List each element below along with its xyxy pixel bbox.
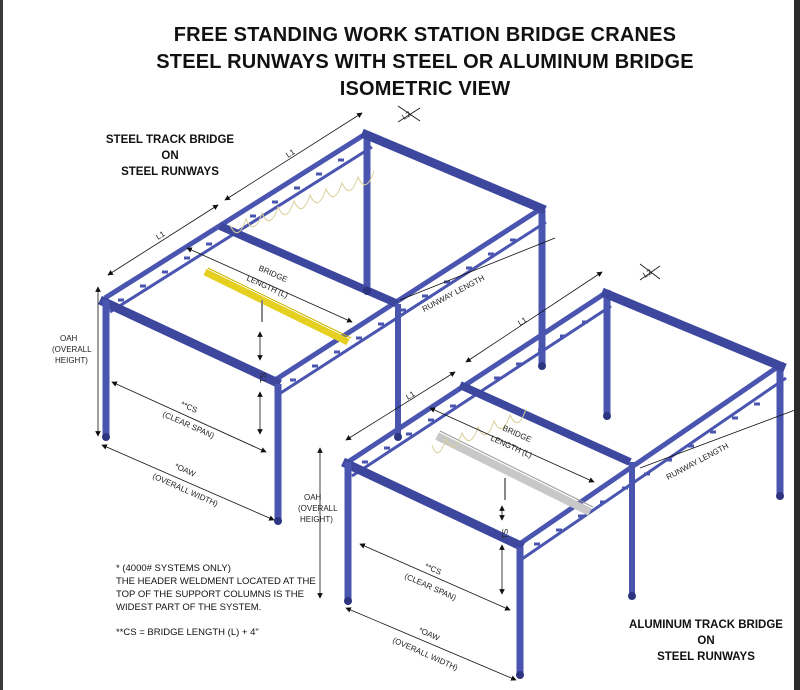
crane1-cs-label-1: **CS <box>179 400 199 415</box>
crane2-runway-left <box>346 289 612 478</box>
crane2-oah-label-1: OAH <box>304 493 322 502</box>
title-line-2: STEEL RUNWAYS WITH STEEL OR ALUMINUM BRI… <box>156 51 694 73</box>
crane1-l1-label-b: L1 <box>284 147 297 160</box>
crane2-ts-label: TS <box>501 529 510 539</box>
crane1-oah-label-1: OAH <box>60 334 78 343</box>
note-4000-systems: * (4000# SYSTEMS ONLY) THE HEADER WELDME… <box>116 563 316 613</box>
crane1-oaw-label-2: (OVERALL WIDTH) <box>151 472 219 509</box>
crane2-cs-label-2: (CLEAR SPAN) <box>403 572 458 603</box>
crane2-header-front <box>341 457 525 552</box>
crane1-oah-label-2: (OVERALL <box>52 345 92 354</box>
crane2-oaw-label-2: (OVERALL WIDTH) <box>391 636 459 673</box>
note-clear-span: **CS = BRIDGE LENGTH (L) + 4" <box>116 627 259 638</box>
crane2-cs-label-1: **CS <box>423 562 443 577</box>
dimension-lines <box>95 105 796 681</box>
crane1-oah-label-3: HEIGHT) <box>55 356 88 365</box>
crane1-header-front <box>98 295 282 389</box>
crane2-l1-label-a: L1 <box>404 389 417 402</box>
crane1-header-back <box>360 128 547 215</box>
crane-steel-bridge <box>98 128 547 525</box>
aluminum-bridge-label: ALUMINUM TRACK BRIDGE ON STEEL RUNWAYS <box>629 619 783 663</box>
title-line-3: ISOMETRIC VIEW <box>339 78 511 100</box>
crane1-l2-label: L2 <box>400 109 413 122</box>
crane1-runway-right <box>270 205 547 398</box>
crane2-l1-label-b: L1 <box>516 315 529 328</box>
crane2-runway-length-label: RUNWAY LENGTH <box>665 441 731 482</box>
window-frame-right <box>794 0 800 690</box>
crane1-oaw-label-1: *OAW <box>173 462 197 479</box>
crane2-oah-label-3: HEIGHT) <box>300 515 333 524</box>
crane2-header-back <box>600 287 787 373</box>
crane2-runway-right <box>516 361 787 561</box>
diagram-title: FREE STANDING WORK STATION BRIDGE CRANES… <box>120 22 730 103</box>
title-line-1: FREE STANDING WORK STATION BRIDGE CRANES <box>173 24 677 46</box>
window-frame-left <box>0 0 3 690</box>
crane2-oaw-label-1: *OAW <box>417 626 441 643</box>
crane2-oah-label-2: (OVERALL <box>298 504 338 513</box>
crane1-ts-label: TS <box>259 373 268 383</box>
crane1-l1-label-a: L1 <box>154 229 167 242</box>
steel-bridge-label: STEEL TRACK BRIDGE ON STEEL RUNWAYS <box>105 134 235 178</box>
